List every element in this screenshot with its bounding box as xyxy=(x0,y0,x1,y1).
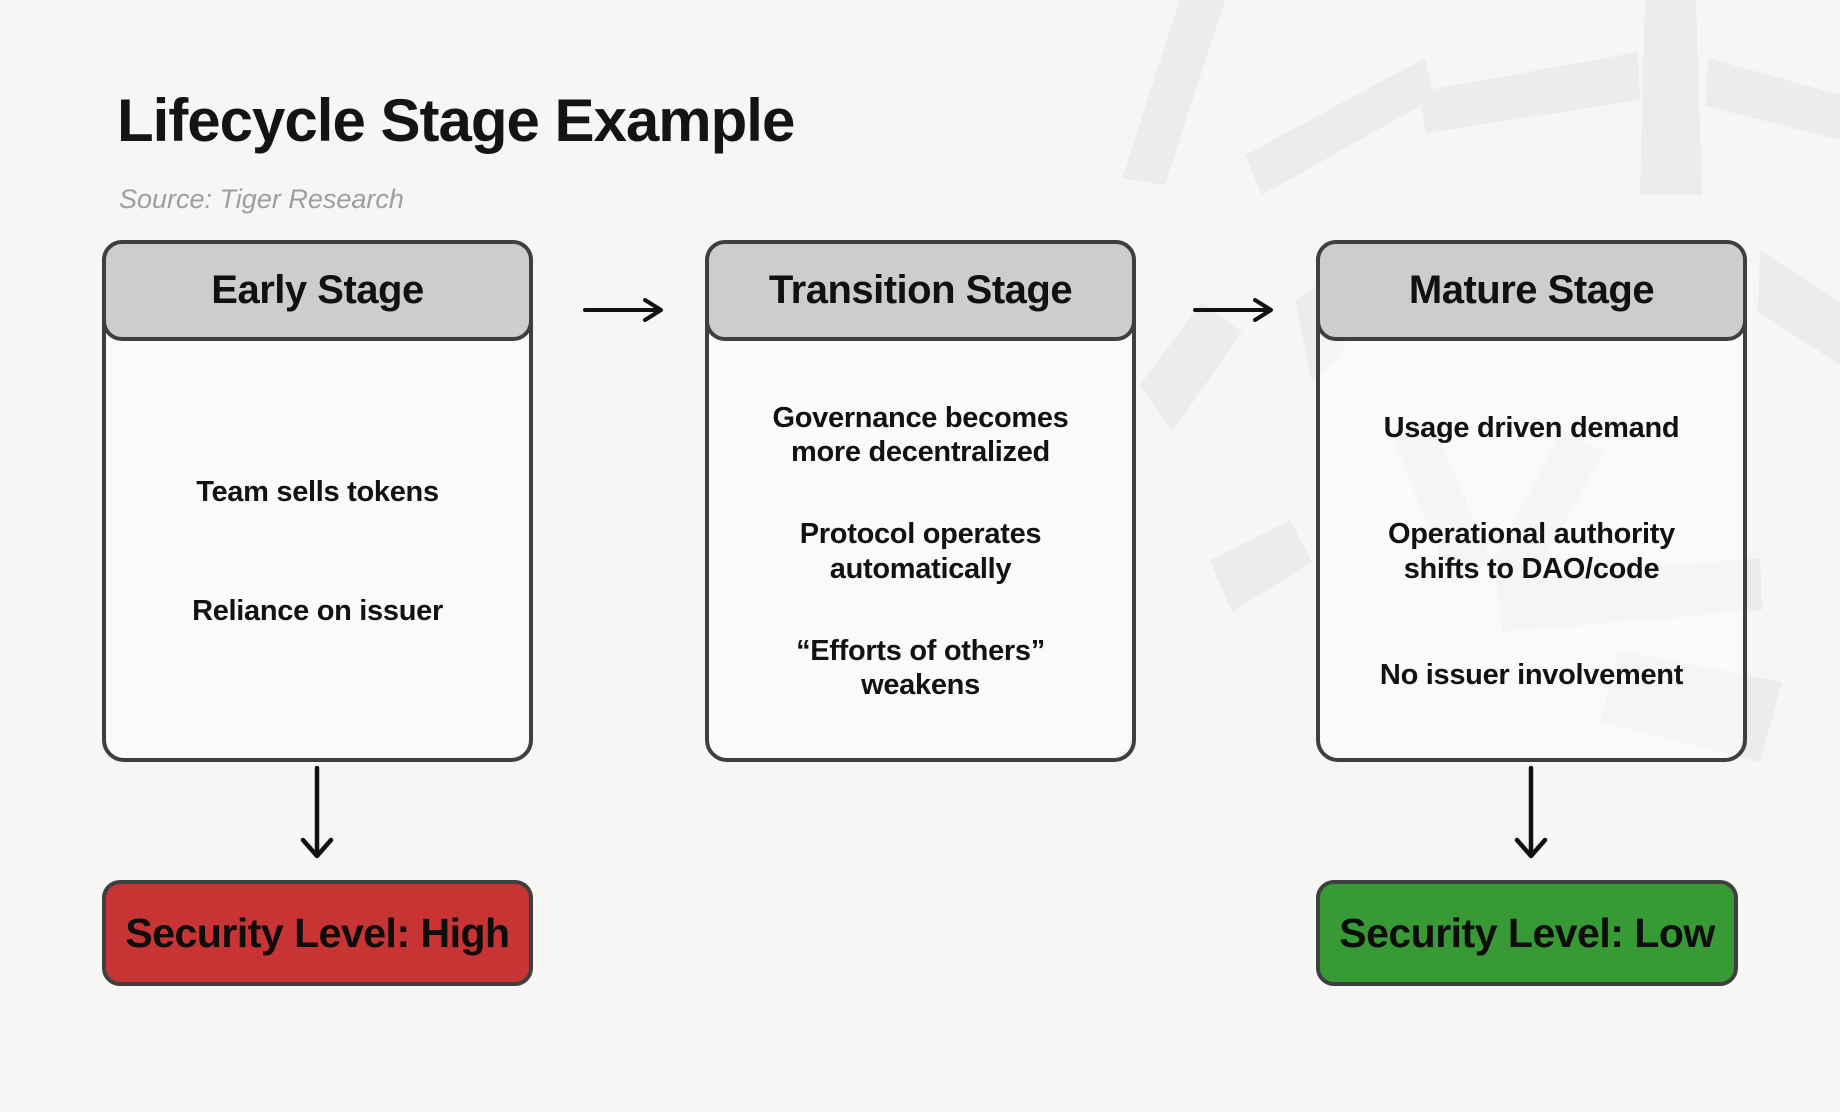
stage-body-mature: Usage driven demand Operational authorit… xyxy=(1320,345,1743,758)
stage-item: “Efforts of others” weakens xyxy=(796,634,1045,701)
source-caption: Source: Tiger Research xyxy=(119,184,404,214)
stage-item: No issuer involvement xyxy=(1379,658,1684,691)
arrow-down-icon xyxy=(1514,766,1548,859)
stage-item: Usage driven demand xyxy=(1383,412,1680,445)
arrow-down-icon xyxy=(300,766,334,859)
stage-item: Operational authority shifts to DAO/code xyxy=(1388,518,1675,585)
stage-box-transition: Transition Stage Governance becomes more… xyxy=(705,240,1136,762)
security-level-high-badge: Security Level: High xyxy=(102,880,533,986)
stage-item: Protocol operates automatically xyxy=(799,518,1042,585)
arrow-right-icon xyxy=(1193,298,1273,322)
arrow-right-icon xyxy=(583,298,663,322)
stage-header-transition: Transition Stage xyxy=(705,240,1136,341)
stage-body-transition: Governance becomes more decentralized Pr… xyxy=(709,345,1132,758)
stage-item: Reliance on issuer xyxy=(192,595,443,627)
stage-item: Team sells tokens xyxy=(196,475,439,508)
stage-item: Governance becomes more decentralized xyxy=(772,401,1069,469)
stage-header-mature: Mature Stage xyxy=(1316,240,1747,341)
security-level-low-badge: Security Level: Low xyxy=(1316,880,1738,986)
stage-body-early: Team sells tokens Reliance on issuer xyxy=(106,345,529,758)
page-title: Lifecycle Stage Example xyxy=(117,87,795,154)
stage-header-early: Early Stage xyxy=(102,240,533,341)
stage-box-mature: Mature Stage Usage driven demand Operati… xyxy=(1316,240,1747,762)
stage-box-early: Early Stage Team sells tokens Reliance o… xyxy=(102,240,533,762)
